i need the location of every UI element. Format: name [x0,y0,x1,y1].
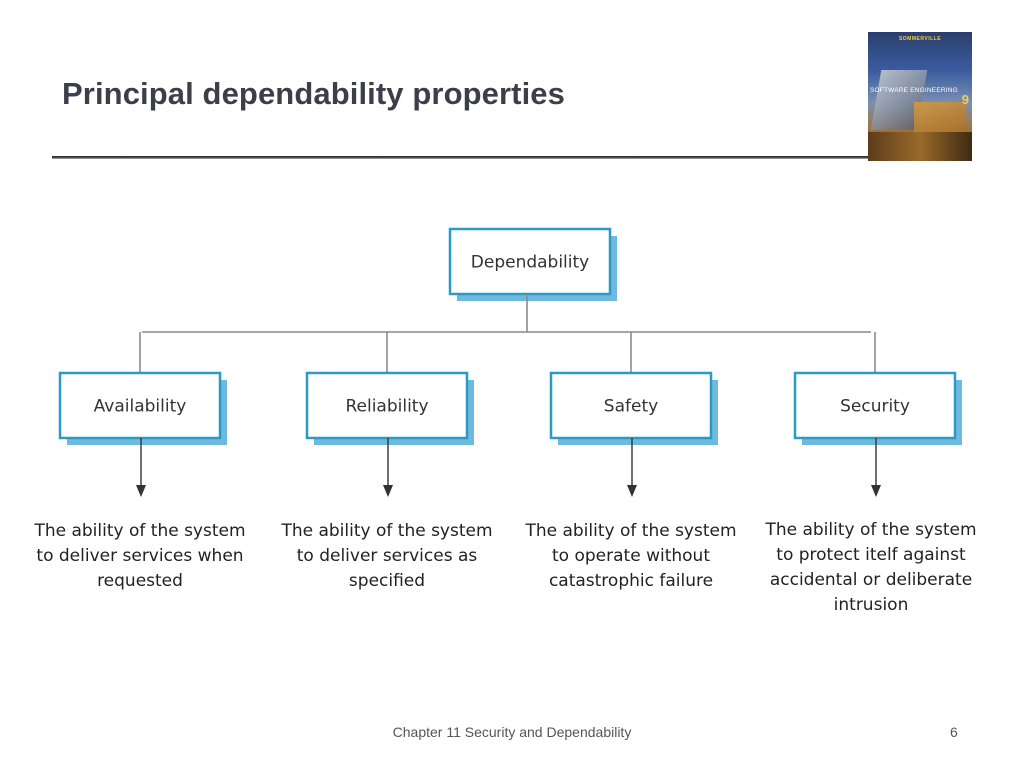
description-security-line: intrusion [834,595,909,615]
description-reliability-line: The ability of the system [280,521,492,541]
slide-footer: Chapter 11 Security and Dependability [392,724,632,740]
node-security [793,371,957,440]
node-security-label: Security [840,397,910,417]
description-reliability-line: to deliver services as [297,546,478,566]
title-divider [52,156,870,159]
cover-title: SOFTWARE ENGINEERING [870,87,958,94]
node-dependability [448,227,612,296]
book-cover-image: SOMMERVILLE SOFTWARE ENGINEERING 9 [868,32,972,161]
arrowhead-reliability [383,485,393,497]
node-availability-label: Availability [94,397,187,417]
description-safety-line: to operate without [552,546,710,566]
arrowhead-availability [136,485,146,497]
description-safety-line: catastrophic failure [549,571,713,591]
description-safety-line: The ability of the system [524,521,736,541]
node-safety-label: Safety [604,397,658,417]
description-availability-line: to deliver services when [36,546,243,566]
node-reliability-label: Reliability [345,397,428,417]
node-dependability-label: Dependability [471,253,589,273]
cover-author: SOMMERVILLE [898,36,942,42]
description-reliability-line: specified [349,571,425,591]
description-availability-line: The ability of the system [33,521,245,541]
slide-title: Principal dependability properties [62,76,565,111]
arrowhead-safety [627,485,637,497]
description-availability-line: requested [97,571,183,591]
description-security-line: The ability of the system [764,520,976,540]
page-number: 6 [950,724,958,740]
arrowhead-security [871,485,881,497]
node-availability [58,371,222,440]
cover-ground-shape [868,132,972,161]
cover-edition: 9 [961,92,969,107]
description-security-line: accidental or deliberate [770,570,972,590]
node-safety [549,371,713,440]
node-reliability [305,371,469,440]
description-security-line: to protect itelf against [776,545,966,565]
